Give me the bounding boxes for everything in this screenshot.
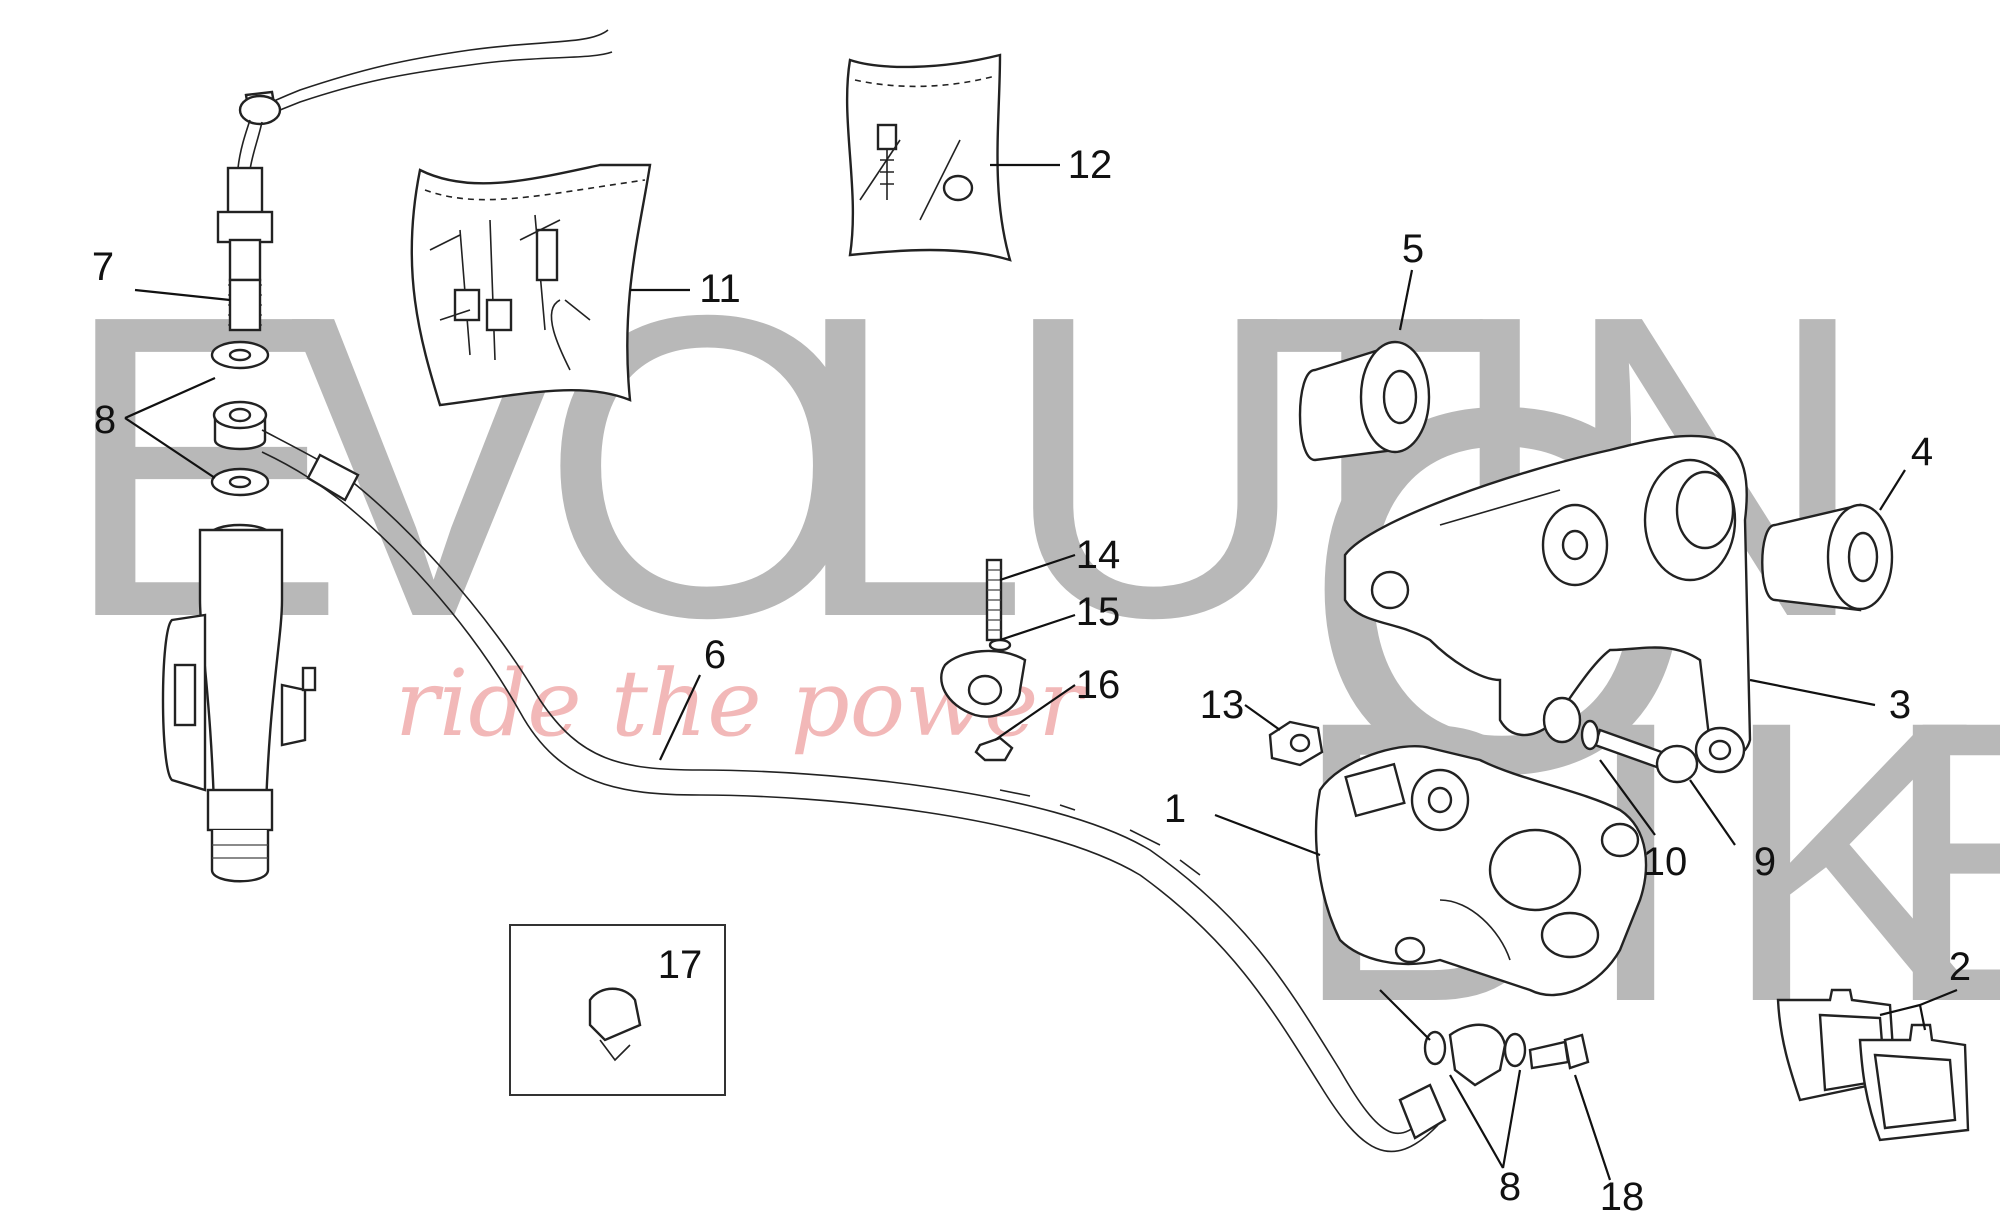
callout-8-lower: 8 <box>1499 1165 1521 1209</box>
bushing-icon <box>1298 340 1431 462</box>
callout-9: 9 <box>1754 840 1776 884</box>
master-cylinder-icon <box>161 523 317 883</box>
callout-1: 1 <box>1164 787 1186 831</box>
callout-5: 5 <box>1402 227 1424 271</box>
nut-icon <box>974 736 1014 762</box>
callout-13: 13 <box>1200 683 1245 727</box>
washer-icon <box>210 340 270 370</box>
callout-6: 6 <box>704 633 726 677</box>
hose-clip-icon <box>588 987 642 1062</box>
callout-7: 7 <box>92 245 114 289</box>
callout-3: 3 <box>1889 683 1911 727</box>
screw-icon <box>1528 1033 1590 1070</box>
callout-16: 16 <box>1076 663 1121 707</box>
callout-14: 14 <box>1076 533 1121 577</box>
brake-hose-icon <box>261 429 1447 1153</box>
callout-18: 18 <box>1600 1175 1645 1219</box>
callout-4: 4 <box>1911 430 1933 474</box>
hose-clip-detail <box>509 924 726 1096</box>
washer-icon <box>1503 1032 1527 1068</box>
brake-caliper-icon <box>1314 745 1648 997</box>
watermark-letter: U <box>1000 227 1311 707</box>
leader-lines <box>124 163 1958 1181</box>
callout-10: 10 <box>1643 840 1688 884</box>
callout-2: 2 <box>1949 945 1971 989</box>
parts-bag-icon <box>845 53 1012 262</box>
stud-icon <box>985 558 1003 642</box>
callout-15: 15 <box>1076 590 1121 634</box>
banjo-fitting-icon <box>212 400 268 451</box>
brake-pads-icon <box>1776 988 1970 1142</box>
callout-12: 12 <box>1068 143 1113 187</box>
banjo-fitting-icon <box>1448 1023 1507 1087</box>
screw-icon <box>1593 728 1699 784</box>
washer-icon <box>1542 696 1600 751</box>
nut-icon <box>1268 720 1324 767</box>
callouts: 1 2 3 4 5 6 7 8 9 10 11 12 13 14 15 16 1… <box>92 143 1971 1219</box>
stop-switch-icon <box>216 29 613 332</box>
parts-bag-icon <box>410 163 652 407</box>
callout-17: 17 <box>658 943 703 987</box>
callout-11: 11 <box>699 267 741 311</box>
bushing-icon <box>1761 503 1894 612</box>
callout-8: 8 <box>94 398 116 442</box>
clamp-icon <box>940 638 1027 718</box>
caliper-bracket-icon <box>1343 434 1752 774</box>
washer-icon <box>210 467 270 497</box>
